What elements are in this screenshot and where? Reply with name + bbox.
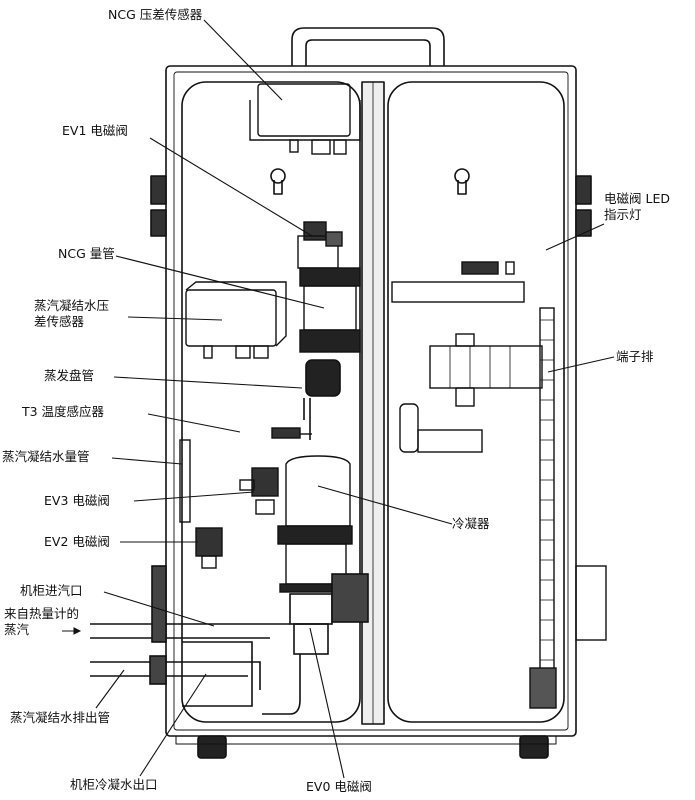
left-panel (181, 81, 361, 723)
label-condenser: 冷凝器 (452, 516, 490, 531)
right-panel (387, 81, 565, 723)
label-led-indicator-line1: 电磁阀 LED (604, 191, 670, 206)
handle (291, 27, 445, 66)
label-condensate-dp-sensor-line1: 蒸汽凝结水压 (34, 298, 110, 313)
leader-ev0-valve (309, 627, 345, 779)
label-cabinet-condensate-outlet: 机柜冷凝水出口 (70, 777, 158, 792)
leader-condensate-outlet (139, 673, 207, 777)
label-steam-from-meter-line2: 蒸汽 (4, 622, 30, 637)
label-ev1-valve: EV1 电磁阀 (62, 123, 128, 138)
label-steam-from-meter-line1: 来自热量计的 (4, 606, 80, 621)
label-condensate-tube: 蒸汽凝结水量管 (2, 449, 90, 464)
leader-condensate-tube (111, 457, 183, 465)
label-condensate-dp-sensor-line2: 差传感器 (34, 314, 85, 329)
label-ev3-valve: EV3 电磁阀 (44, 493, 110, 508)
label-evaporator-coil: 蒸发盘管 (44, 368, 95, 383)
leader-evaporator-coil (113, 376, 303, 389)
leader-ev3-valve (133, 491, 255, 502)
label-terminal-block: 端子排 (616, 349, 654, 364)
label-ev0-valve: EV0 电磁阀 (306, 779, 372, 794)
leader-ev1-valve (149, 137, 313, 237)
leader-terminal-block (547, 356, 615, 373)
leader-condensate-dp-sensor (127, 316, 223, 321)
label-t3-sensor: T3 温度感应器 (22, 404, 105, 419)
leader-t3-sensor (147, 413, 241, 433)
label-ncg-dp-sensor: NCG 压差传感器 (108, 7, 203, 22)
leader-condenser (317, 485, 453, 525)
leader-led-indicator (545, 223, 605, 251)
leader-steam-inlet (103, 591, 215, 627)
label-cabinet-steam-inlet: 机柜进汽口 (20, 583, 83, 598)
label-condensate-drain: 蒸汽凝结水排出管 (10, 710, 111, 725)
label-led-indicator-line2: 指示灯 (604, 207, 642, 222)
leader-condensate-drain (95, 669, 125, 709)
leader-ncg-dp-sensor (203, 19, 283, 101)
label-ncg-tube: NCG 量管 (58, 246, 115, 261)
label-ev2-valve: EV2 电磁阀 (44, 534, 110, 549)
leader-ncg-tube (115, 255, 325, 309)
